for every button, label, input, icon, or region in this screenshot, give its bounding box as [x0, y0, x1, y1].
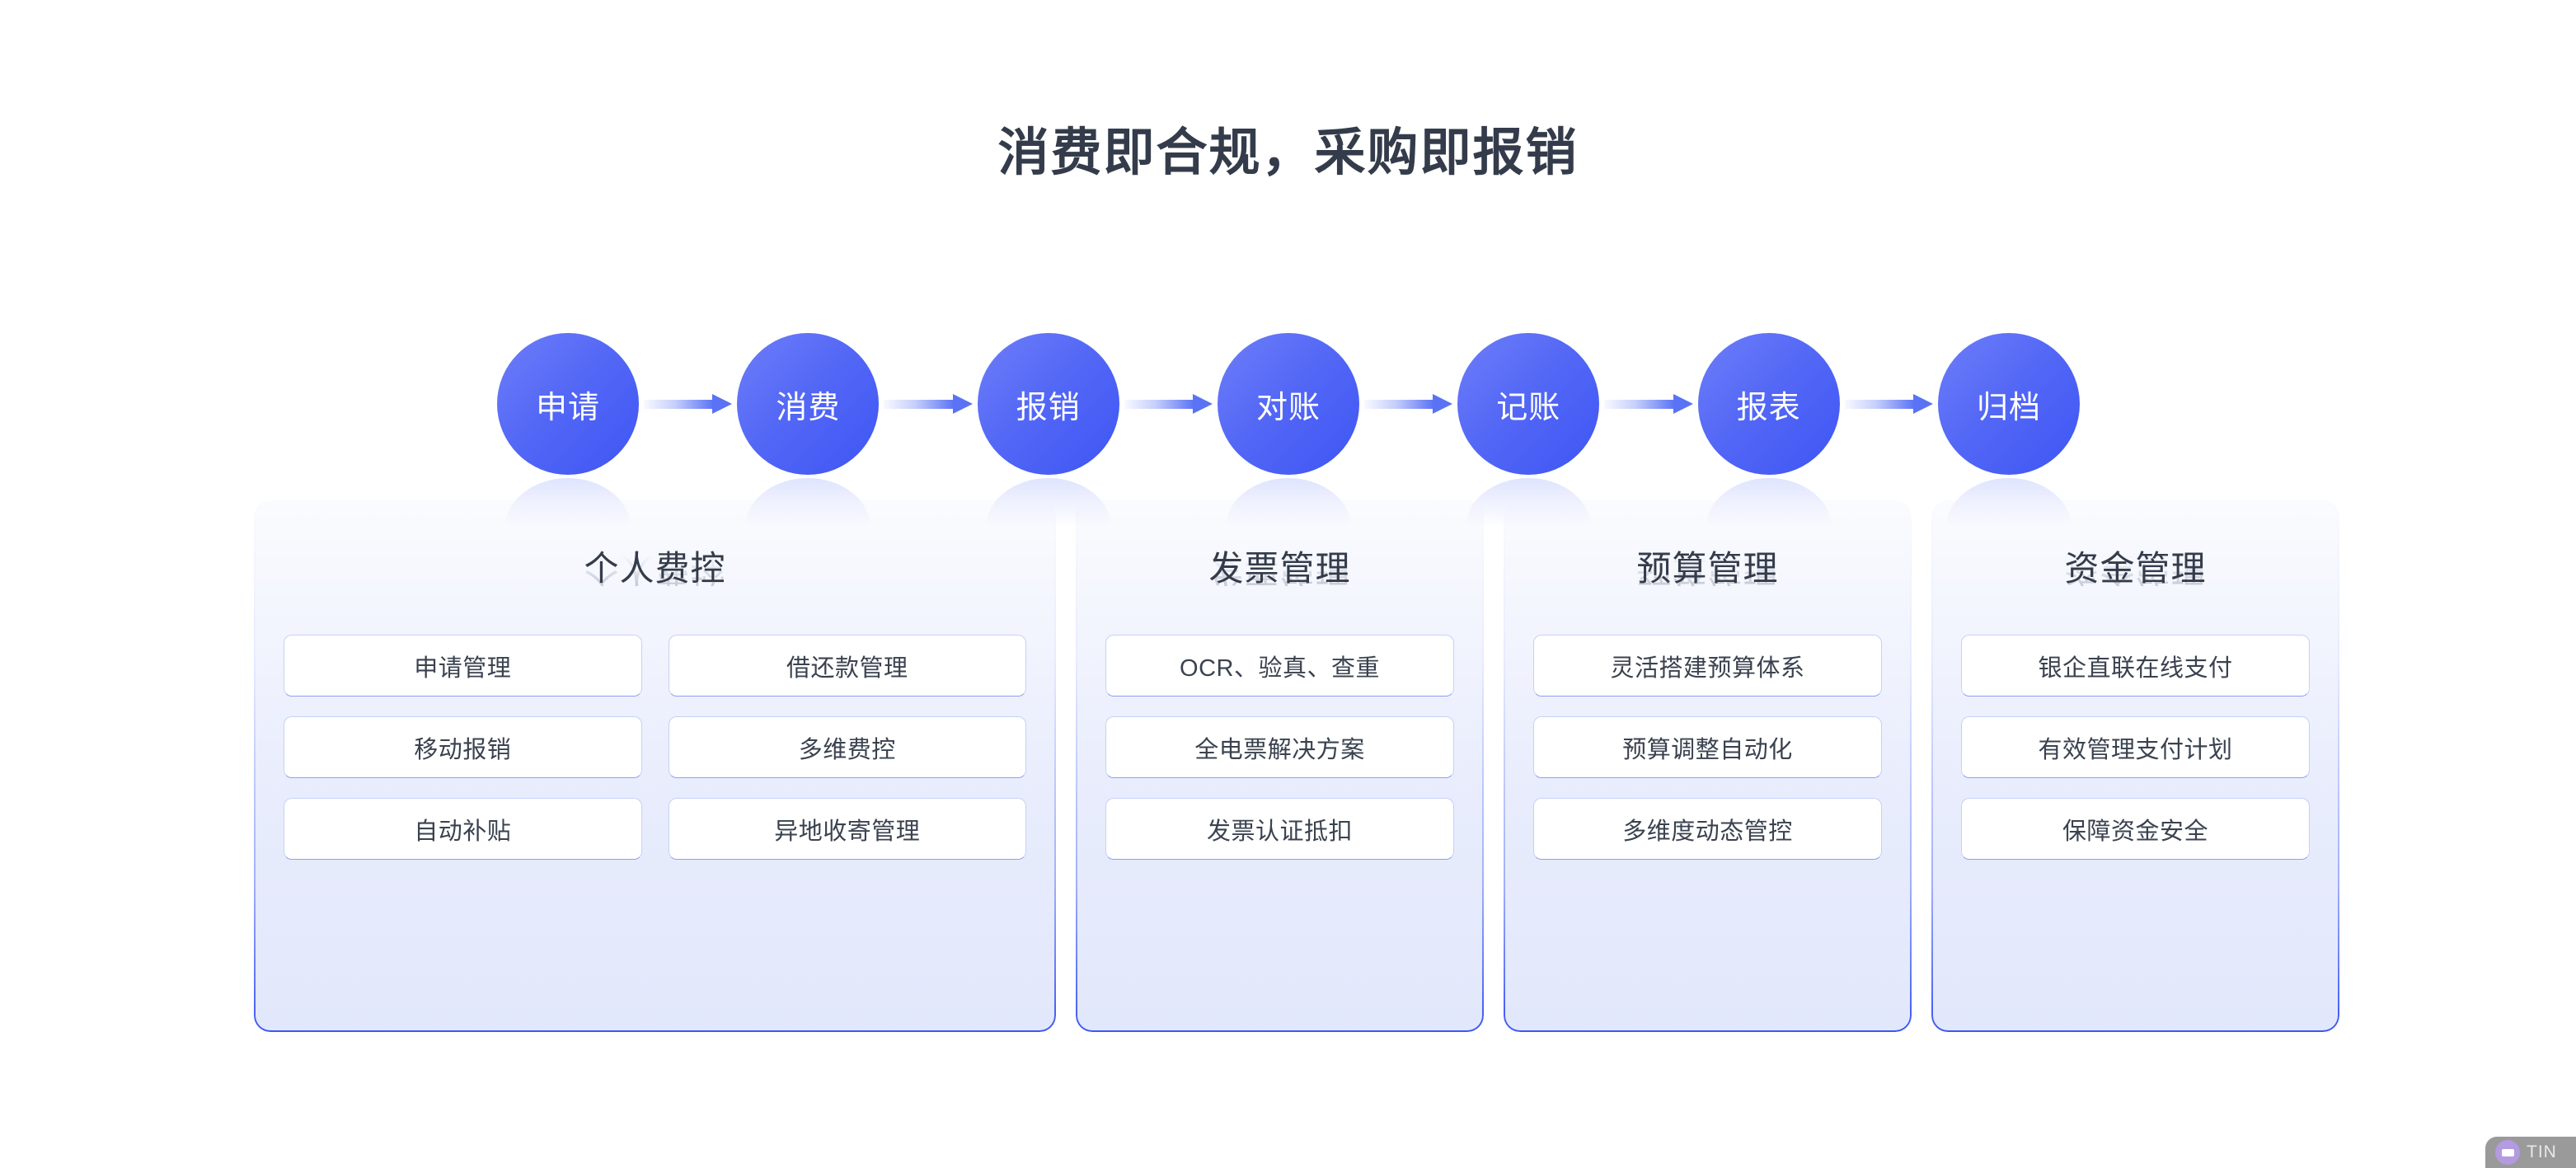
flow-node-label: 归档 [1937, 333, 2080, 475]
flow-arrow-icon [1604, 394, 1693, 414]
panel-tile-grid: OCR、验真、查重全电票解决方案发票认证抵扣 [1105, 635, 1454, 860]
feature-tile[interactable]: 申请管理 [284, 635, 642, 697]
flow-node-2[interactable]: 消费 [737, 333, 880, 528]
feature-tile[interactable]: 借还款管理 [668, 635, 1026, 697]
process-flow: 申请消费报销对账记账报表归档 [497, 333, 2080, 528]
corner-widget-label: TIN [2527, 1142, 2557, 1161]
flow-node-label: 报表 [1697, 333, 1840, 475]
capability-panels: 个人费控个人费控申请管理借还款管理移动报销多维费控自动补贴异地收寄管理发票管理发… [254, 500, 2339, 1032]
flow-arrow-icon [1363, 394, 1453, 414]
page-title: 消费即合规，采购即报销 [997, 124, 1579, 181]
feature-tile[interactable]: OCR、验真、查重 [1105, 635, 1454, 697]
flow-node-label: 报销 [977, 333, 1119, 475]
feature-tile[interactable]: 异地收寄管理 [668, 798, 1026, 860]
feature-tile[interactable]: 全电票解决方案 [1105, 716, 1454, 778]
feature-tile[interactable]: 保障资金安全 [1961, 798, 2310, 860]
flow-arrow-icon [884, 394, 973, 414]
feature-tile[interactable]: 灵活搭建预算体系 [1533, 635, 1882, 697]
panel-4: 资金管理资金管理银企直联在线支付有效管理支付计划保障资金安全 [1931, 500, 2339, 1032]
feature-tile[interactable]: 有效管理支付计划 [1961, 716, 2310, 778]
feature-tile[interactable]: 银企直联在线支付 [1961, 635, 2310, 697]
panel-2: 发票管理发票管理 OCR、验真、查重全电票解决方案发票认证抵扣 [1076, 500, 1484, 1032]
panel-title-reflection: 个人费控 [584, 550, 726, 589]
panel-title-reflection: 资金管理 [2064, 550, 2207, 589]
feature-tile[interactable]: 发票认证抵扣 [1105, 798, 1454, 860]
flow-arrow-icon [1844, 394, 1933, 414]
feature-tile[interactable]: 多维度动态管控 [1533, 798, 1882, 860]
panel-tile-grid: 灵活搭建预算体系预算调整自动化多维度动态管控 [1533, 635, 1882, 860]
panel-title-reflection: 发票管理 [1208, 550, 1351, 589]
flow-node-4[interactable]: 对账 [1217, 333, 1359, 528]
flow-node-5[interactable]: 记账 [1457, 333, 1600, 528]
panel-title-reflection: 预算管理 [1636, 550, 1779, 589]
flow-node-1[interactable]: 申请 [497, 333, 639, 528]
corner-widget[interactable]: TIN [2485, 1137, 2576, 1168]
flow-node-label: 对账 [1217, 333, 1359, 475]
user-avatar-icon [2495, 1140, 2520, 1165]
flow-arrow-icon [1124, 394, 1213, 414]
flow-arrow-icon [644, 394, 733, 414]
feature-tile[interactable]: 移动报销 [284, 716, 642, 778]
feature-tile[interactable]: 预算调整自动化 [1533, 716, 1882, 778]
panel-3: 预算管理预算管理灵活搭建预算体系预算调整自动化多维度动态管控 [1504, 500, 1912, 1032]
flow-node-7[interactable]: 归档 [1937, 333, 2080, 528]
feature-tile[interactable]: 自动补贴 [284, 798, 642, 860]
flow-node-label: 记账 [1457, 333, 1600, 475]
flow-node-6[interactable]: 报表 [1697, 333, 1840, 528]
panel-title: 预算管理预算管理 [1504, 550, 1912, 589]
flow-node-3[interactable]: 报销 [977, 333, 1119, 528]
panel-title: 个人费控个人费控 [254, 550, 1056, 589]
flow-node-label: 消费 [737, 333, 880, 475]
panel-title: 资金管理资金管理 [1931, 550, 2339, 589]
panel-1: 个人费控个人费控申请管理借还款管理移动报销多维费控自动补贴异地收寄管理 [254, 500, 1056, 1032]
panel-tile-grid: 银企直联在线支付有效管理支付计划保障资金安全 [1961, 635, 2310, 860]
feature-tile[interactable]: 多维费控 [668, 716, 1026, 778]
flow-node-label: 申请 [497, 333, 639, 475]
panel-title: 发票管理发票管理 [1076, 550, 1484, 589]
panel-tile-grid: 申请管理借还款管理移动报销多维费控自动补贴异地收寄管理 [284, 635, 1026, 860]
